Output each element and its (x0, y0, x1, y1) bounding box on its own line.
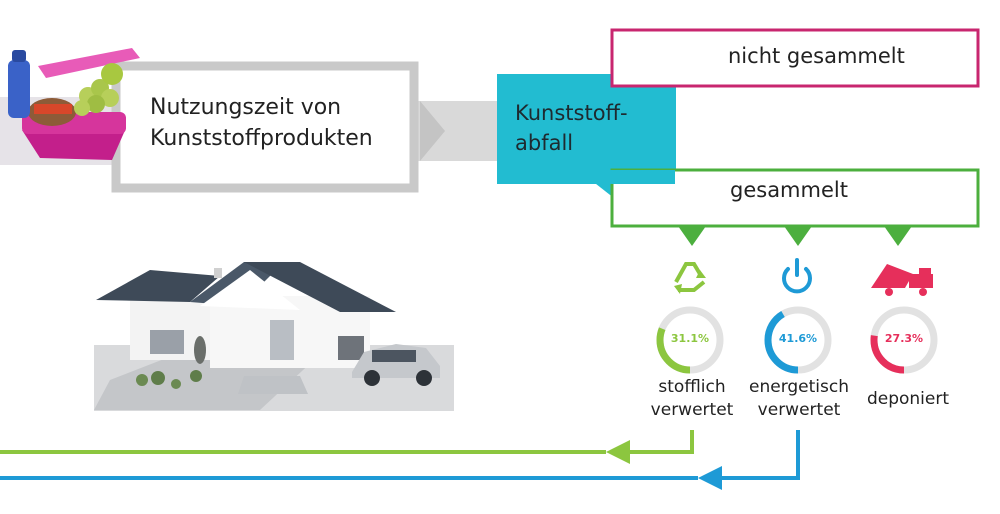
house-illustration (94, 262, 454, 411)
power-icon (782, 258, 812, 294)
outcome-label-landfill-line1: deponiert (866, 389, 950, 409)
energy-return-line (712, 430, 800, 480)
waste-box (497, 74, 676, 184)
not-collected-box (610, 28, 980, 88)
waste-box-overlap (595, 170, 675, 184)
usage-label-line1: Nutzungszeit von (150, 95, 342, 120)
waste-label-line1: Kunststoff- (515, 101, 628, 125)
donut-slice (764, 306, 832, 374)
donut-value-label: 41.6% (778, 332, 818, 345)
branch-arrow-2 (784, 226, 812, 246)
branch-arrow-1 (678, 226, 706, 246)
recycled-return-line (620, 430, 694, 454)
recycle-icon (674, 262, 706, 294)
outcome-label-energy-line1: energetisch (749, 377, 849, 397)
outcome-label-energy-line2: verwertet (757, 400, 841, 420)
donut-charts (656, 306, 938, 374)
lunchbox-illustration (8, 48, 140, 160)
donut-value-label: 27.3% (884, 332, 924, 345)
recycled-return-arrow (606, 440, 630, 464)
donut-slice (656, 306, 724, 374)
dump-truck-icon (871, 264, 933, 296)
outcome-label-energy: energetisch verwertet (744, 376, 854, 422)
waste-label: Kunststoff- abfall (515, 98, 665, 158)
branch-arrow-3 (884, 226, 912, 246)
outcome-label-recycled: stofflich verwertet (640, 376, 744, 422)
energy-return-arrow (698, 466, 722, 490)
usage-label-line2: Kunststoffprodukten (150, 126, 373, 151)
not-collected-label: nicht gesammelt (728, 44, 905, 68)
donut-value-label: 31.1% (670, 332, 710, 345)
outcome-label-recycled-line2: verwertet (650, 400, 734, 420)
waste-label-line2: abfall (515, 131, 574, 155)
usage-label: Nutzungszeit von Kunststoffprodukten (150, 92, 410, 154)
connector-arrow (420, 101, 445, 161)
collected-label: gesammelt (730, 178, 848, 202)
outcome-label-landfill: deponiert (858, 388, 958, 411)
donut-slice (870, 306, 938, 374)
outcome-label-recycled-line1: stofflich (658, 377, 726, 397)
